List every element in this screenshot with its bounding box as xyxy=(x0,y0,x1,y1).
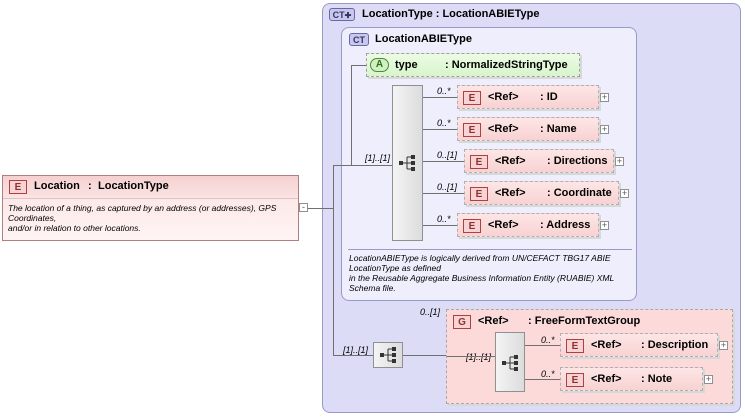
connector xyxy=(423,161,464,162)
group-multiplicity: 0..[1] xyxy=(420,307,441,317)
note-line: LocationType as defined xyxy=(349,263,441,273)
location-name: Location xyxy=(34,180,80,192)
element-multiplicity: 0..* xyxy=(437,86,451,96)
element-name: : Directions xyxy=(547,155,608,167)
sequence-compositor[interactable] xyxy=(392,85,423,241)
sequence-icon xyxy=(380,347,396,363)
element-id[interactable]: E <Ref> : ID xyxy=(457,85,599,109)
note-divider xyxy=(348,249,632,250)
outer-ct-title: LocationType : LocationABIEType xyxy=(362,8,540,20)
description-line: Coordinates, xyxy=(8,213,57,223)
element-ref: <Ref> xyxy=(488,123,519,135)
attribute-badge: A xyxy=(370,58,389,72)
element-badge: E xyxy=(463,219,481,233)
note-line: in the Reusable Aggregate Business Infor… xyxy=(349,273,615,283)
attribute-type-value: : NormalizedStringType xyxy=(445,59,568,71)
element-address[interactable]: E <Ref> : Address xyxy=(457,213,599,237)
expand-icon[interactable]: + xyxy=(600,124,609,134)
element-multiplicity: 0..[1] xyxy=(437,150,458,160)
attribute-name: type xyxy=(395,59,418,71)
connector xyxy=(525,379,560,380)
element-name: : Description xyxy=(641,339,709,351)
element-ref: <Ref> xyxy=(495,155,526,167)
element-name: : Address xyxy=(540,219,591,231)
expand-icon[interactable]: + xyxy=(704,374,713,384)
location-type: LocationType xyxy=(98,180,169,192)
element-multiplicity: 0..* xyxy=(437,214,451,224)
connector xyxy=(423,193,464,194)
expand-icon[interactable]: + xyxy=(719,340,728,350)
element-badge: E xyxy=(463,123,481,137)
element-name: : Note xyxy=(641,373,673,385)
element-directions[interactable]: E <Ref> : Directions xyxy=(464,149,614,173)
element-ref: <Ref> xyxy=(591,373,622,385)
element-name: : Coordinate xyxy=(547,187,612,199)
expand-icon[interactable]: + xyxy=(620,188,629,198)
expand-icon[interactable]: + xyxy=(600,92,609,102)
group-name: : FreeFormTextGroup xyxy=(528,315,641,327)
sequence-icon xyxy=(399,155,415,171)
outer-sequence-compositor[interactable] xyxy=(373,342,403,368)
element-name-field[interactable]: E <Ref> : Name xyxy=(457,117,599,141)
inner-ct-title: LocationABIEType xyxy=(375,33,472,45)
expand-icon[interactable]: - xyxy=(299,203,308,212)
element-ref: <Ref> xyxy=(495,187,526,199)
element-badge: E xyxy=(566,339,584,353)
note-line: LocationABIEType is logically derived fr… xyxy=(349,253,611,263)
connector xyxy=(447,356,495,357)
connector xyxy=(333,355,373,356)
connector xyxy=(423,97,457,98)
element-badge: E xyxy=(463,91,481,105)
expand-icon[interactable]: + xyxy=(615,156,624,166)
element-badge: E xyxy=(470,155,488,169)
element-badge: E xyxy=(566,373,584,387)
connector xyxy=(403,355,446,356)
group-sequence-compositor[interactable] xyxy=(495,332,525,392)
location-header: E Location : LocationType xyxy=(3,176,298,199)
group-ref: <Ref> xyxy=(478,315,509,327)
element-multiplicity: 0..* xyxy=(541,335,555,345)
element-multiplicity: 0..* xyxy=(437,118,451,128)
connector xyxy=(333,165,334,356)
element-name: : ID xyxy=(540,91,558,103)
group-sequence-multiplicity: [1]..[1] xyxy=(466,352,492,362)
element-multiplicity: 0..* xyxy=(541,369,555,379)
connector xyxy=(423,225,457,226)
attribute-type[interactable]: A type : NormalizedStringType xyxy=(366,53,580,77)
description-line: The location of a thing, as captured by … xyxy=(8,203,277,213)
element-ref: <Ref> xyxy=(488,219,519,231)
sequence-icon xyxy=(502,355,518,371)
group-badge: G xyxy=(453,315,471,329)
expand-icon[interactable]: + xyxy=(600,220,609,230)
element-description[interactable]: E <Ref> : Description xyxy=(560,333,718,357)
connector xyxy=(299,208,333,209)
location-sep: : xyxy=(88,180,92,192)
element-note[interactable]: E <Ref> : Note xyxy=(560,367,703,391)
connector xyxy=(351,65,367,66)
connector xyxy=(351,65,352,165)
note-line: Schema file. xyxy=(349,283,396,293)
connector xyxy=(423,129,457,130)
sequence-multiplicity: [1]..[1] xyxy=(365,153,391,163)
connector xyxy=(333,165,393,166)
description-line: and/or in relation to other locations. xyxy=(8,223,141,233)
element-badge: E xyxy=(470,187,488,201)
connector xyxy=(525,345,560,346)
element-ref: <Ref> xyxy=(488,91,519,103)
element-multiplicity: 0..[1] xyxy=(437,182,458,192)
complex-type-badge: CT✚ xyxy=(329,8,355,21)
element-ref: <Ref> xyxy=(591,339,622,351)
location-element[interactable]: E Location : LocationType The location o… xyxy=(2,175,299,241)
freeform-text-group[interactable]: G <Ref> : FreeFormTextGroup [1]..[1] 0..… xyxy=(446,309,733,404)
element-coordinate[interactable]: E <Ref> : Coordinate xyxy=(464,181,619,205)
complex-type-badge: CT xyxy=(349,33,369,46)
location-description: The location of a thing, as captured by … xyxy=(8,203,276,233)
outer-sequence-multiplicity: [1]..[1] xyxy=(343,345,369,355)
element-name: : Name xyxy=(540,123,577,135)
type-note: LocationABIEType is logically derived fr… xyxy=(349,253,614,293)
element-badge: E xyxy=(9,180,27,194)
